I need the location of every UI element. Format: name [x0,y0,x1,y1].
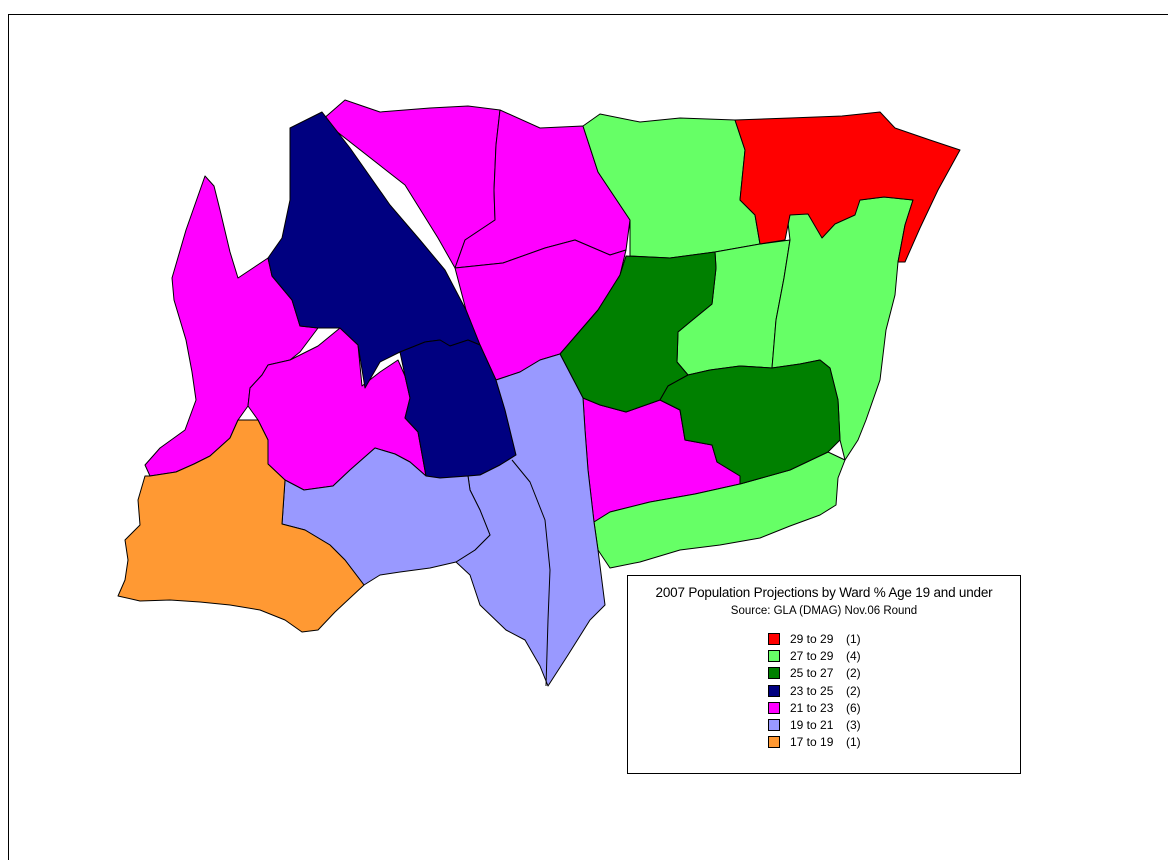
legend-count: (2) [846,666,861,681]
legend-count: (4) [846,648,861,663]
legend-item: 17 to 19 (1) [768,734,861,751]
ward-polygon[interactable] [659,359,841,485]
legend-swatch [768,701,780,714]
legend-item: 25 to 27 (2) [768,665,861,682]
legend-box: 2007 Population Projections by Ward % Ag… [627,575,1021,774]
ward-polygon[interactable] [455,353,606,687]
legend-count: (6) [846,700,861,715]
ward-polygon[interactable] [117,419,365,633]
legend-item: 21 to 23 (6) [768,699,861,716]
ward-polygon[interactable] [734,111,961,263]
legend-range: 27 to 29 [790,648,834,663]
legend-range: 17 to 19 [790,735,834,750]
legend-count: (2) [846,683,861,698]
map-frame [8,14,1168,860]
legend-source: Source: GLA (DMAG) Nov.06 Round [730,605,918,617]
ward-polygon[interactable] [593,451,846,569]
legend-count: (1) [846,631,861,646]
legend-swatch [768,719,780,732]
legend-count: (3) [846,718,861,733]
legend-range: 25 to 27 [790,666,834,681]
legend-swatch [768,649,780,662]
legend-title: 2007 Population Projections by Ward % Ag… [655,585,993,600]
legend-item: 23 to 25 (2) [768,682,861,699]
legend-range: 19 to 21 [790,718,834,733]
ward-boundary-line [511,459,551,687]
legend-range: 23 to 25 [790,683,834,698]
legend-swatch [768,736,780,749]
legend-items: 29 to 29 (1) 27 to 29 (4) 25 to 27 (2) 2… [768,630,861,751]
legend-range: 29 to 29 [790,631,834,646]
legend-item: 19 to 21 (3) [768,716,861,733]
legend-count: (1) [846,735,861,750]
legend-swatch [768,684,780,697]
legend-item: 27 to 29 (4) [768,647,861,664]
legend-swatch [768,632,780,645]
legend-swatch [768,667,780,680]
legend-item: 29 to 29 (1) [768,630,861,647]
legend-range: 21 to 23 [790,700,834,715]
